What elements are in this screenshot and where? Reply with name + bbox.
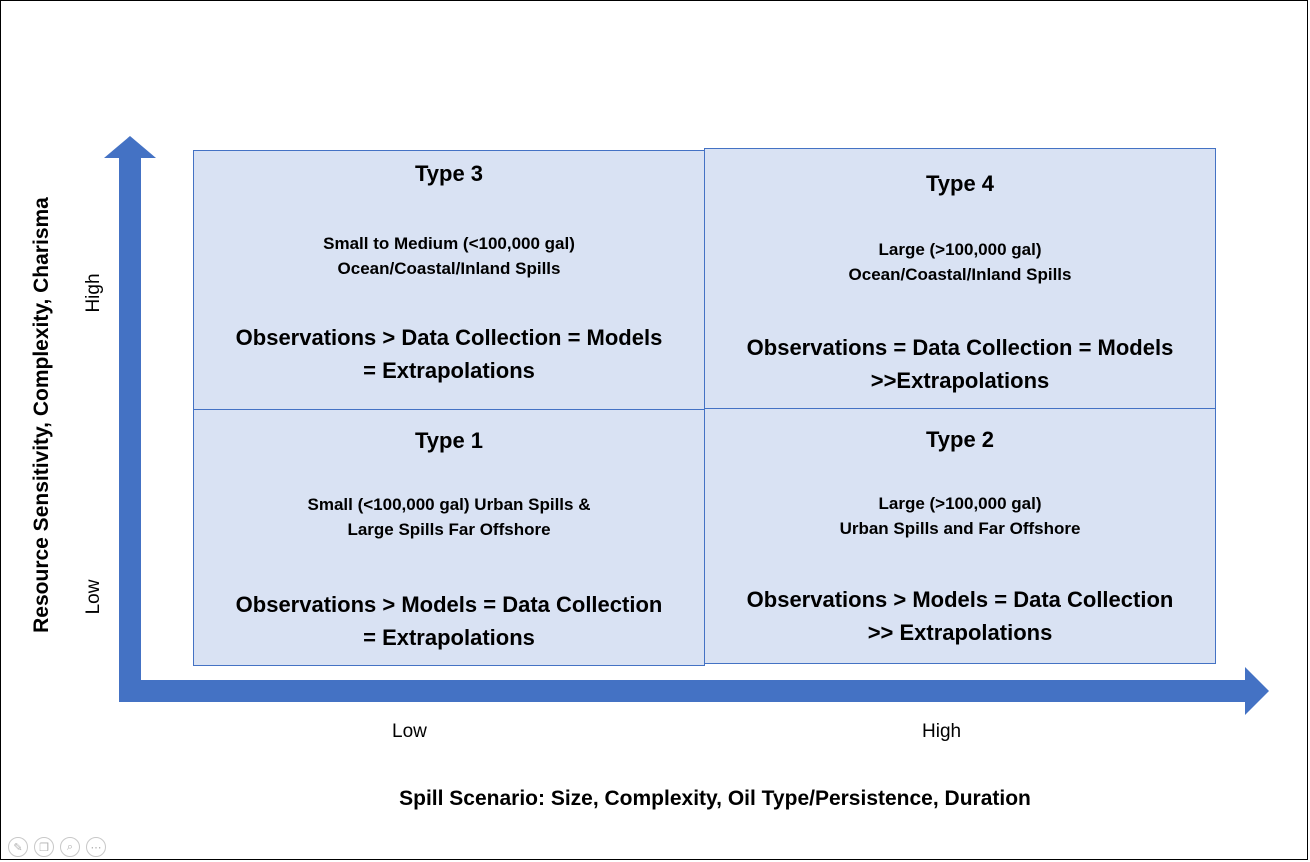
y-axis-low-label: Low <box>83 579 104 615</box>
quadrant-description: Large (>100,000 gal) Ocean/Coastal/Inlan… <box>705 237 1215 287</box>
x-axis-title: Spill Scenario: Size, Complexity, Oil Ty… <box>399 787 1031 810</box>
viewer-toolbar: ✎ ❐ ⌕ ⋯ <box>8 837 106 857</box>
quadrant-relation-line: >>Extrapolations <box>870 368 1050 393</box>
quadrant-relation-line: Observations > Models = Data Collection <box>746 587 1174 612</box>
quadrant-title: Type 1 <box>414 428 484 453</box>
quadrant-title: Type 4 <box>925 171 995 196</box>
x-axis-arrowhead <box>1245 667 1269 715</box>
quadrant-desc-line: Large (>100,000 gal) <box>878 240 1042 259</box>
quadrant-relation-line: = Extrapolations <box>363 358 535 383</box>
quadrant-description: Large (>100,000 gal) Urban Spills and Fa… <box>705 491 1215 541</box>
quadrant-type1: Type 1 Small (<100,000 gal) Urban Spills… <box>193 409 705 666</box>
zoom-icon[interactable]: ⌕ <box>60 837 80 857</box>
quadrant-relation-line: Observations = Data Collection = Models <box>746 335 1174 360</box>
quadrant-description: Small (<100,000 gal) Urban Spills & Larg… <box>194 492 704 542</box>
quadrant-relation: Observations = Data Collection = Models … <box>705 331 1215 397</box>
quadrant-desc-line: Ocean/Coastal/Inland Spills <box>337 259 561 278</box>
quadrant-type4: Type 4 Large (>100,000 gal) Ocean/Coasta… <box>704 148 1216 410</box>
quadrant-desc-line: Urban Spills and Far Offshore <box>839 519 1081 538</box>
copy-icon[interactable]: ❐ <box>34 837 54 857</box>
quadrant-title: Type 2 <box>925 427 995 452</box>
quadrant-title: Type 3 <box>414 161 484 186</box>
quadrant-desc-line: Large Spills Far Offshore <box>347 520 551 539</box>
quadrant-relation-line: = Extrapolations <box>363 625 535 650</box>
x-axis-high-label: High <box>922 721 962 742</box>
quadrant-relation: Observations > Models = Data Collection … <box>194 588 704 654</box>
quadrant-desc-line: Small (<100,000 gal) Urban Spills & <box>307 495 591 514</box>
x-axis-shaft <box>119 680 1247 702</box>
quadrant-relation: Observations > Data Collection = Models … <box>194 321 704 387</box>
quadrant-desc-line: Ocean/Coastal/Inland Spills <box>848 265 1072 284</box>
quadrant-type3: Type 3 Small to Medium (<100,000 gal) Oc… <box>193 150 705 411</box>
quadrant-type2: Type 2 Large (>100,000 gal) Urban Spills… <box>704 408 1216 664</box>
pen-icon[interactable]: ✎ <box>8 837 28 857</box>
y-axis-title: Resource Sensitivity, Complexity, Charis… <box>30 197 53 633</box>
y-axis-shaft <box>119 156 141 702</box>
x-axis-low-label: Low <box>392 721 427 742</box>
quadrant-desc-line: Large (>100,000 gal) <box>878 494 1042 513</box>
y-axis-high-label: High <box>83 273 104 313</box>
quadrant-description: Small to Medium (<100,000 gal) Ocean/Coa… <box>194 231 704 281</box>
quadrant-relation: Observations > Models = Data Collection … <box>705 583 1215 649</box>
more-icon[interactable]: ⋯ <box>86 837 106 857</box>
quadrant-relation-line: Observations > Data Collection = Models <box>235 325 663 350</box>
quadrant-relation-line: >> Extrapolations <box>867 620 1053 645</box>
quadrant-desc-line: Small to Medium (<100,000 gal) <box>323 234 575 253</box>
quadrant-relation-line: Observations > Models = Data Collection <box>235 592 663 617</box>
y-axis-arrowhead <box>104 136 156 158</box>
